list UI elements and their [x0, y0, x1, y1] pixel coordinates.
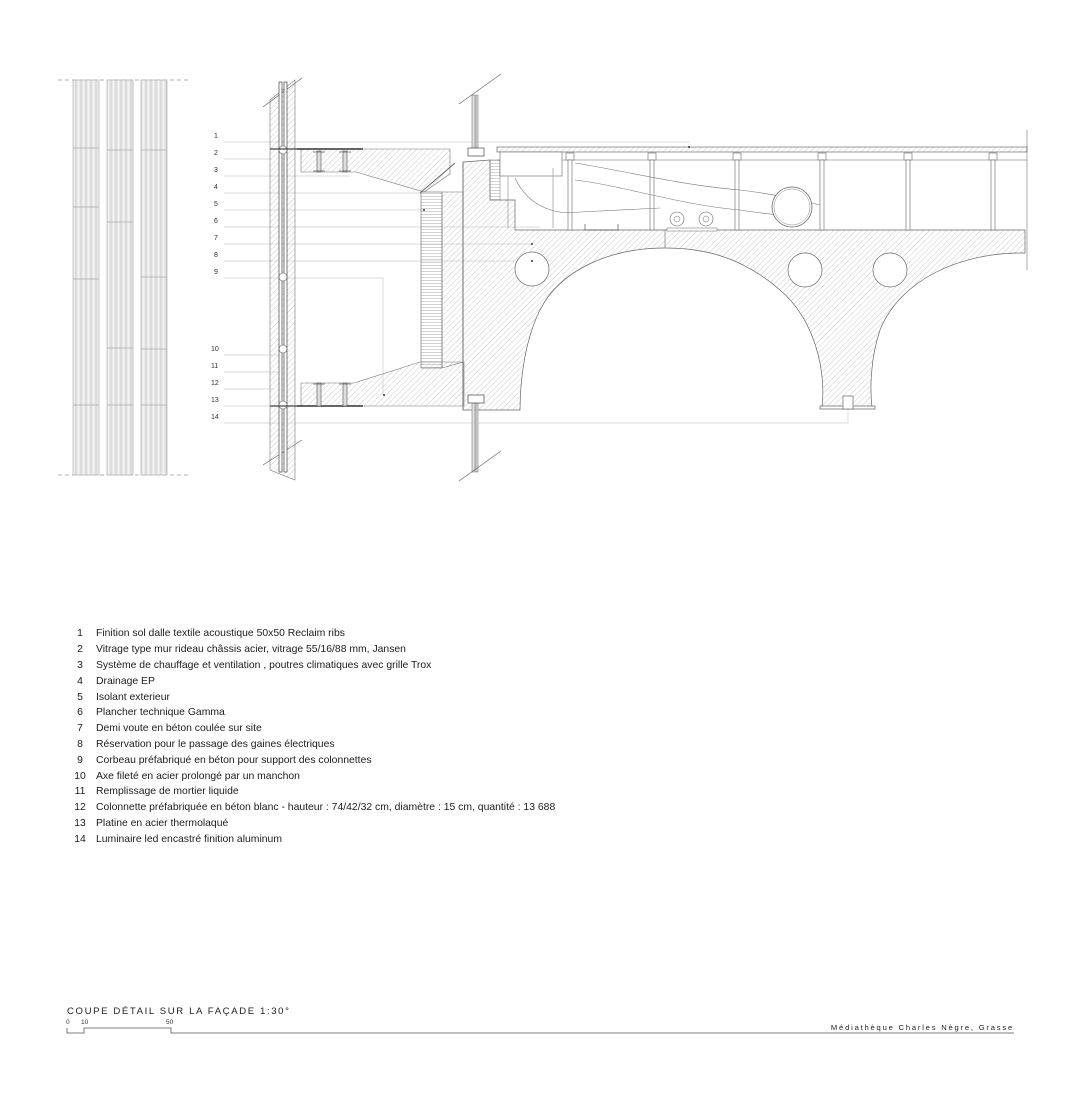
legend-text: Isolant exterieur: [96, 691, 170, 703]
legend-number: 11: [74, 786, 86, 798]
scale-tick-50: 50: [166, 1019, 174, 1026]
facade-section-drawing: [58, 73, 1028, 482]
vaulted-slab: [462, 130, 1028, 411]
legend-item: 13 Platine en acier thermolaqué: [66, 816, 666, 832]
legend-item: 6 Plancher technique Gamma: [66, 705, 666, 721]
legend-item: 7 Demi voute en béton coulée sur site: [66, 721, 666, 737]
callout-4: 4: [214, 184, 218, 191]
callout-7: 7: [214, 235, 218, 242]
legend-item: 2 Vitrage type mur rideau châssis acier, …: [66, 642, 666, 658]
colonnette-elevation: [58, 79, 190, 476]
glazing-mullion-center: [458, 73, 502, 482]
legend-item: 4 Drainage EP: [66, 673, 666, 689]
scale-tick-10: 10: [81, 1019, 89, 1026]
legend-text: Plancher technique Gamma: [96, 707, 225, 719]
callout-11: 11: [211, 363, 219, 370]
legend-number: 3: [77, 659, 83, 671]
lower-corbel: [297, 361, 465, 407]
legend: 1 Finition sol dalle textile acoustique 5…: [66, 626, 666, 847]
scale-bar: [66, 1027, 1014, 1034]
legend-number: 2: [77, 644, 83, 656]
scale-tick-0: 0: [66, 1019, 70, 1026]
callout-12: 12: [211, 380, 219, 387]
callout-6: 6: [214, 218, 218, 225]
legend-item: 9 Corbeau préfabriqué en béton pour suppo…: [66, 752, 666, 768]
callout-10: 10: [211, 346, 219, 353]
callout-5: 5: [214, 201, 218, 208]
raised-floor: [496, 146, 1028, 232]
legend-text: Luminaire led encastré finition aluminum: [96, 833, 282, 845]
callout-3: 3: [214, 167, 218, 174]
legend-text: Platine en acier thermolaqué: [96, 817, 229, 829]
legend-item: 14 Luminaire led encastré finition alumin…: [66, 831, 666, 847]
legend-number: 14: [74, 833, 86, 845]
callout-14: 14: [211, 414, 219, 421]
legend-number: 8: [77, 738, 83, 750]
curtain-wall-mullion: [262, 77, 303, 481]
legend-item: 8 Réservation pour le passage des gaines …: [66, 737, 666, 753]
callout-1: 1: [214, 133, 218, 140]
legend-text: Réservation pour le passage des gaines é…: [96, 738, 335, 750]
legend-number: 7: [77, 723, 83, 735]
callout-13: 13: [211, 397, 219, 404]
legend-item: 1 Finition sol dalle textile acoustique 5…: [66, 626, 666, 642]
upper-corbel: [297, 148, 456, 194]
legend-number: 12: [74, 802, 86, 814]
legend-number: 1: [77, 628, 83, 640]
legend-text: Demi voute en béton coulée sur site: [96, 723, 262, 735]
legend-item: 5 Isolant exterieur: [66, 689, 666, 705]
legend-item: 11 Remplissage de mortier liquide: [66, 784, 666, 800]
callout-2: 2: [214, 150, 218, 157]
legend-text: Système de chauffage et ventilation , po…: [96, 659, 432, 671]
legend-number: 10: [74, 770, 86, 782]
legend-number: 9: [77, 754, 83, 766]
legend-item: 12 Colonnette préfabriquée en béton blanc…: [66, 800, 666, 816]
insulation-wall: [420, 191, 464, 369]
legend-text: Drainage EP: [96, 675, 155, 687]
drawing-title: COUPE DÉTAIL SUR LA FAÇADE 1:30°: [67, 1006, 291, 1017]
callout-8: 8: [214, 252, 218, 259]
legend-text: Remplissage de mortier liquide: [96, 786, 239, 798]
legend-text: Vitrage type mur rideau châssis acier, v…: [96, 644, 406, 656]
legend-number: 13: [74, 817, 86, 829]
project-name: Médiathèque Charles Nègre, Grasse: [830, 1023, 1014, 1032]
legend-item: 3 Système de chauffage et ventilation , p…: [66, 658, 666, 674]
legend-text: Corbeau préfabriqué en béton pour suppor…: [96, 754, 372, 766]
callout-9: 9: [214, 269, 218, 276]
legend-item: 10 Axe fileté en acier prolongé par un ma…: [66, 768, 666, 784]
legend-text: Colonnette préfabriquée en béton blanc -…: [96, 802, 556, 814]
legend-number: 5: [77, 691, 83, 703]
legend-text: Axe fileté en acier prolongé par un manc…: [96, 770, 300, 782]
legend-text: Finition sol dalle textile acoustique 50…: [96, 628, 345, 640]
legend-number: 6: [77, 707, 83, 719]
legend-number: 4: [77, 675, 83, 687]
